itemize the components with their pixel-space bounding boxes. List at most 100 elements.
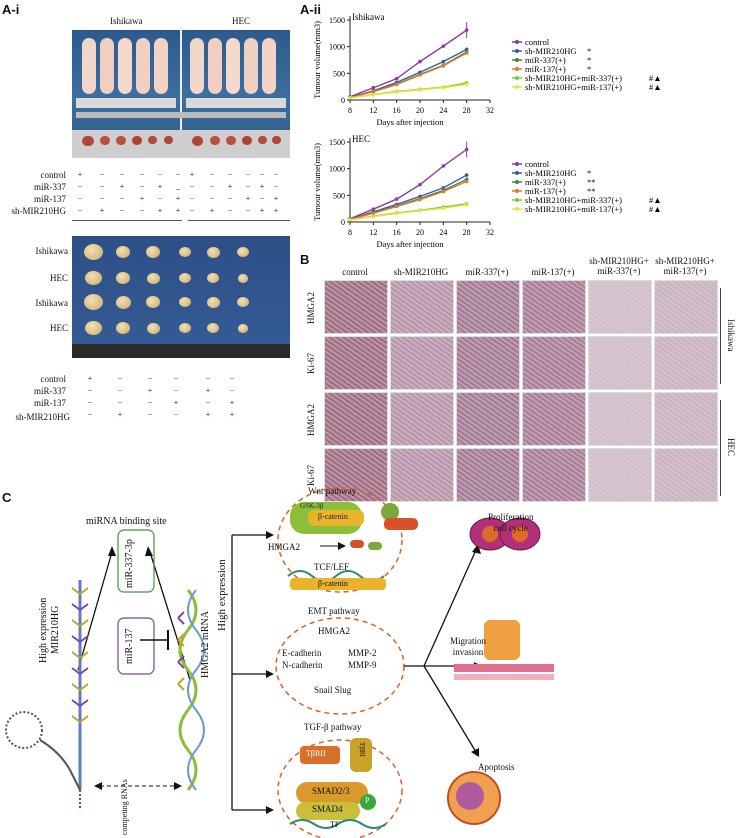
ai-bottom-sign-1-4: + [205,386,211,395]
ai-top-sign-1-7: − [209,182,215,191]
data-point-5-0 [348,218,352,222]
ai-top-sign-2-7: − [209,194,215,203]
data-point-0-1 [371,207,376,211]
data-point-5-1 [371,214,376,219]
data-point-0-4 [441,44,446,48]
x-tick-label: 20 [416,228,424,237]
tumor-1-5 [237,273,249,283]
ihc-tile-1-0 [324,336,388,390]
tumor-3-1 [116,322,131,334]
data-point-5-2 [394,211,399,216]
tumor-3-3 [179,323,191,333]
y-tick-label: 500 [333,191,345,200]
legend-label-2: miR-337(+) [525,177,566,187]
tumor-1-2 [146,272,160,284]
tumor-row-label-1: HEC [50,273,68,283]
tumor-1-0 [85,271,102,285]
ai-top-sign-1-8: + [227,182,233,191]
y-axis-label: Tumour volume(mm3) [312,143,322,221]
data-point-0-3 [418,59,422,64]
legend-marker-4 [515,76,519,80]
series-line-3 [349,180,467,221]
ai-bottom-sign-2-2: − [147,398,153,407]
ai-bottom-sign-1-5: − [229,386,235,395]
ihc-tile-0-3 [522,280,586,334]
ai-top-sign-0-2: − [119,170,125,179]
ai-top-sign-3-7: + [209,206,215,215]
ai-top-sign-2-2: − [119,194,125,203]
data-point-5-0 [348,96,352,100]
ai-divider-right [188,220,290,221]
x-tick-label: 32 [486,106,494,115]
y-tick-label: 1000 [329,43,345,52]
x-tick-label: 8 [348,106,352,115]
legend-label-1: sh-MIR210HG [525,46,576,56]
ihc-col-label-2: miR-337(+) [465,267,509,277]
data-point-1-4 [441,59,446,64]
data-point-5-5 [464,203,469,207]
ai-top-sign-0-1: − [99,170,105,179]
y-tick-label: 500 [333,69,345,78]
ihc-tile-1-3 [522,336,586,390]
data-point-1-5 [464,173,469,177]
data-point-3-2 [394,204,399,209]
ai-top-sign-2-11: + [273,194,279,203]
series-line-1 [349,174,468,221]
legend-mark-2: ** [587,177,596,187]
tgf-title: TGF-β pathway [304,722,362,732]
panel-label-c: C [2,490,12,505]
ihc-tile-2-1 [390,392,454,446]
tgf-tbr1: TβRI [358,742,366,757]
high-expression-label: High expression [216,559,228,631]
legend-label-4: sh-MIR210HG+miR-337(+) [525,73,622,83]
ihc-tile-3-0 [324,448,388,502]
legend-mark-4: #▲ [649,195,662,205]
ai-top-sign-3-8: − [227,206,233,215]
panel-label-b: B [300,252,310,267]
ihc-tile-0-5 [654,280,718,334]
tumor-3-0 [85,321,102,335]
data-point-0-3 [418,182,422,187]
ihc-col-label-5: sh-MIR210HG+ miR-137(+) [655,256,715,276]
tumor-0-2 [146,246,161,258]
ai-bottom-sign-0-1: − [117,374,123,383]
x-axis-label: Days after injection [376,117,444,127]
ai-bottom-sign-0-0: + [87,374,93,383]
x-tick-label: 20 [416,106,424,115]
data-point-3-1 [371,211,376,215]
wnt-title: Wnt pathway [308,486,357,496]
mechanism-diagram [5,487,554,838]
ai-top-sign-1-1: − [99,182,105,191]
ai-top-sign-0-3: − [139,170,145,179]
outcome-apoptosis: Apoptosis [478,762,515,772]
y-tick-label: 0 [341,218,345,227]
data-point-5-1 [371,93,376,97]
ai-bottom-sign-2-3: + [173,398,179,407]
legend-mark-2: * [587,55,591,65]
ai-top-sign-2-4: − [157,194,163,203]
ai-top-sign-0-0: + [77,170,83,179]
ihc-tile-1-1 [390,336,454,390]
ihc-col-label-3: miR-137(+) [531,267,575,277]
ai-top-sign-2-0: − [77,194,83,203]
legend-mark-1: * [587,168,591,178]
ihc-tile-0-1 [390,280,454,334]
tumor-2-5 [237,297,249,307]
outcome-proliferation: Proliferation cell cycle [488,512,534,533]
ai-bottom-sign-3-5: + [229,410,235,419]
ai-top-sign-1-0: − [77,182,83,191]
x-axis-label: Days after injection [376,239,444,249]
legend-mark-5: #▲ [649,204,662,214]
ai-top-row-label-1: miR-337 [33,182,66,192]
data-point-3-3 [418,197,422,202]
ai-bottom-row-label-0: control [40,374,67,384]
wnt-bcatenin-2: β-catenin [318,579,348,588]
ai-bottom-row-label-1: miR-337 [33,386,66,396]
emt-mmp2: MMP-2 [348,648,377,658]
ai-bottom-row-label-2: miR-137 [33,398,66,408]
tumor-row-label-2: Ishikawa [35,298,69,308]
data-point-3-4 [441,64,446,68]
tumor-2-3 [179,297,191,307]
ai-top-sign-1-5: _ [176,182,180,191]
